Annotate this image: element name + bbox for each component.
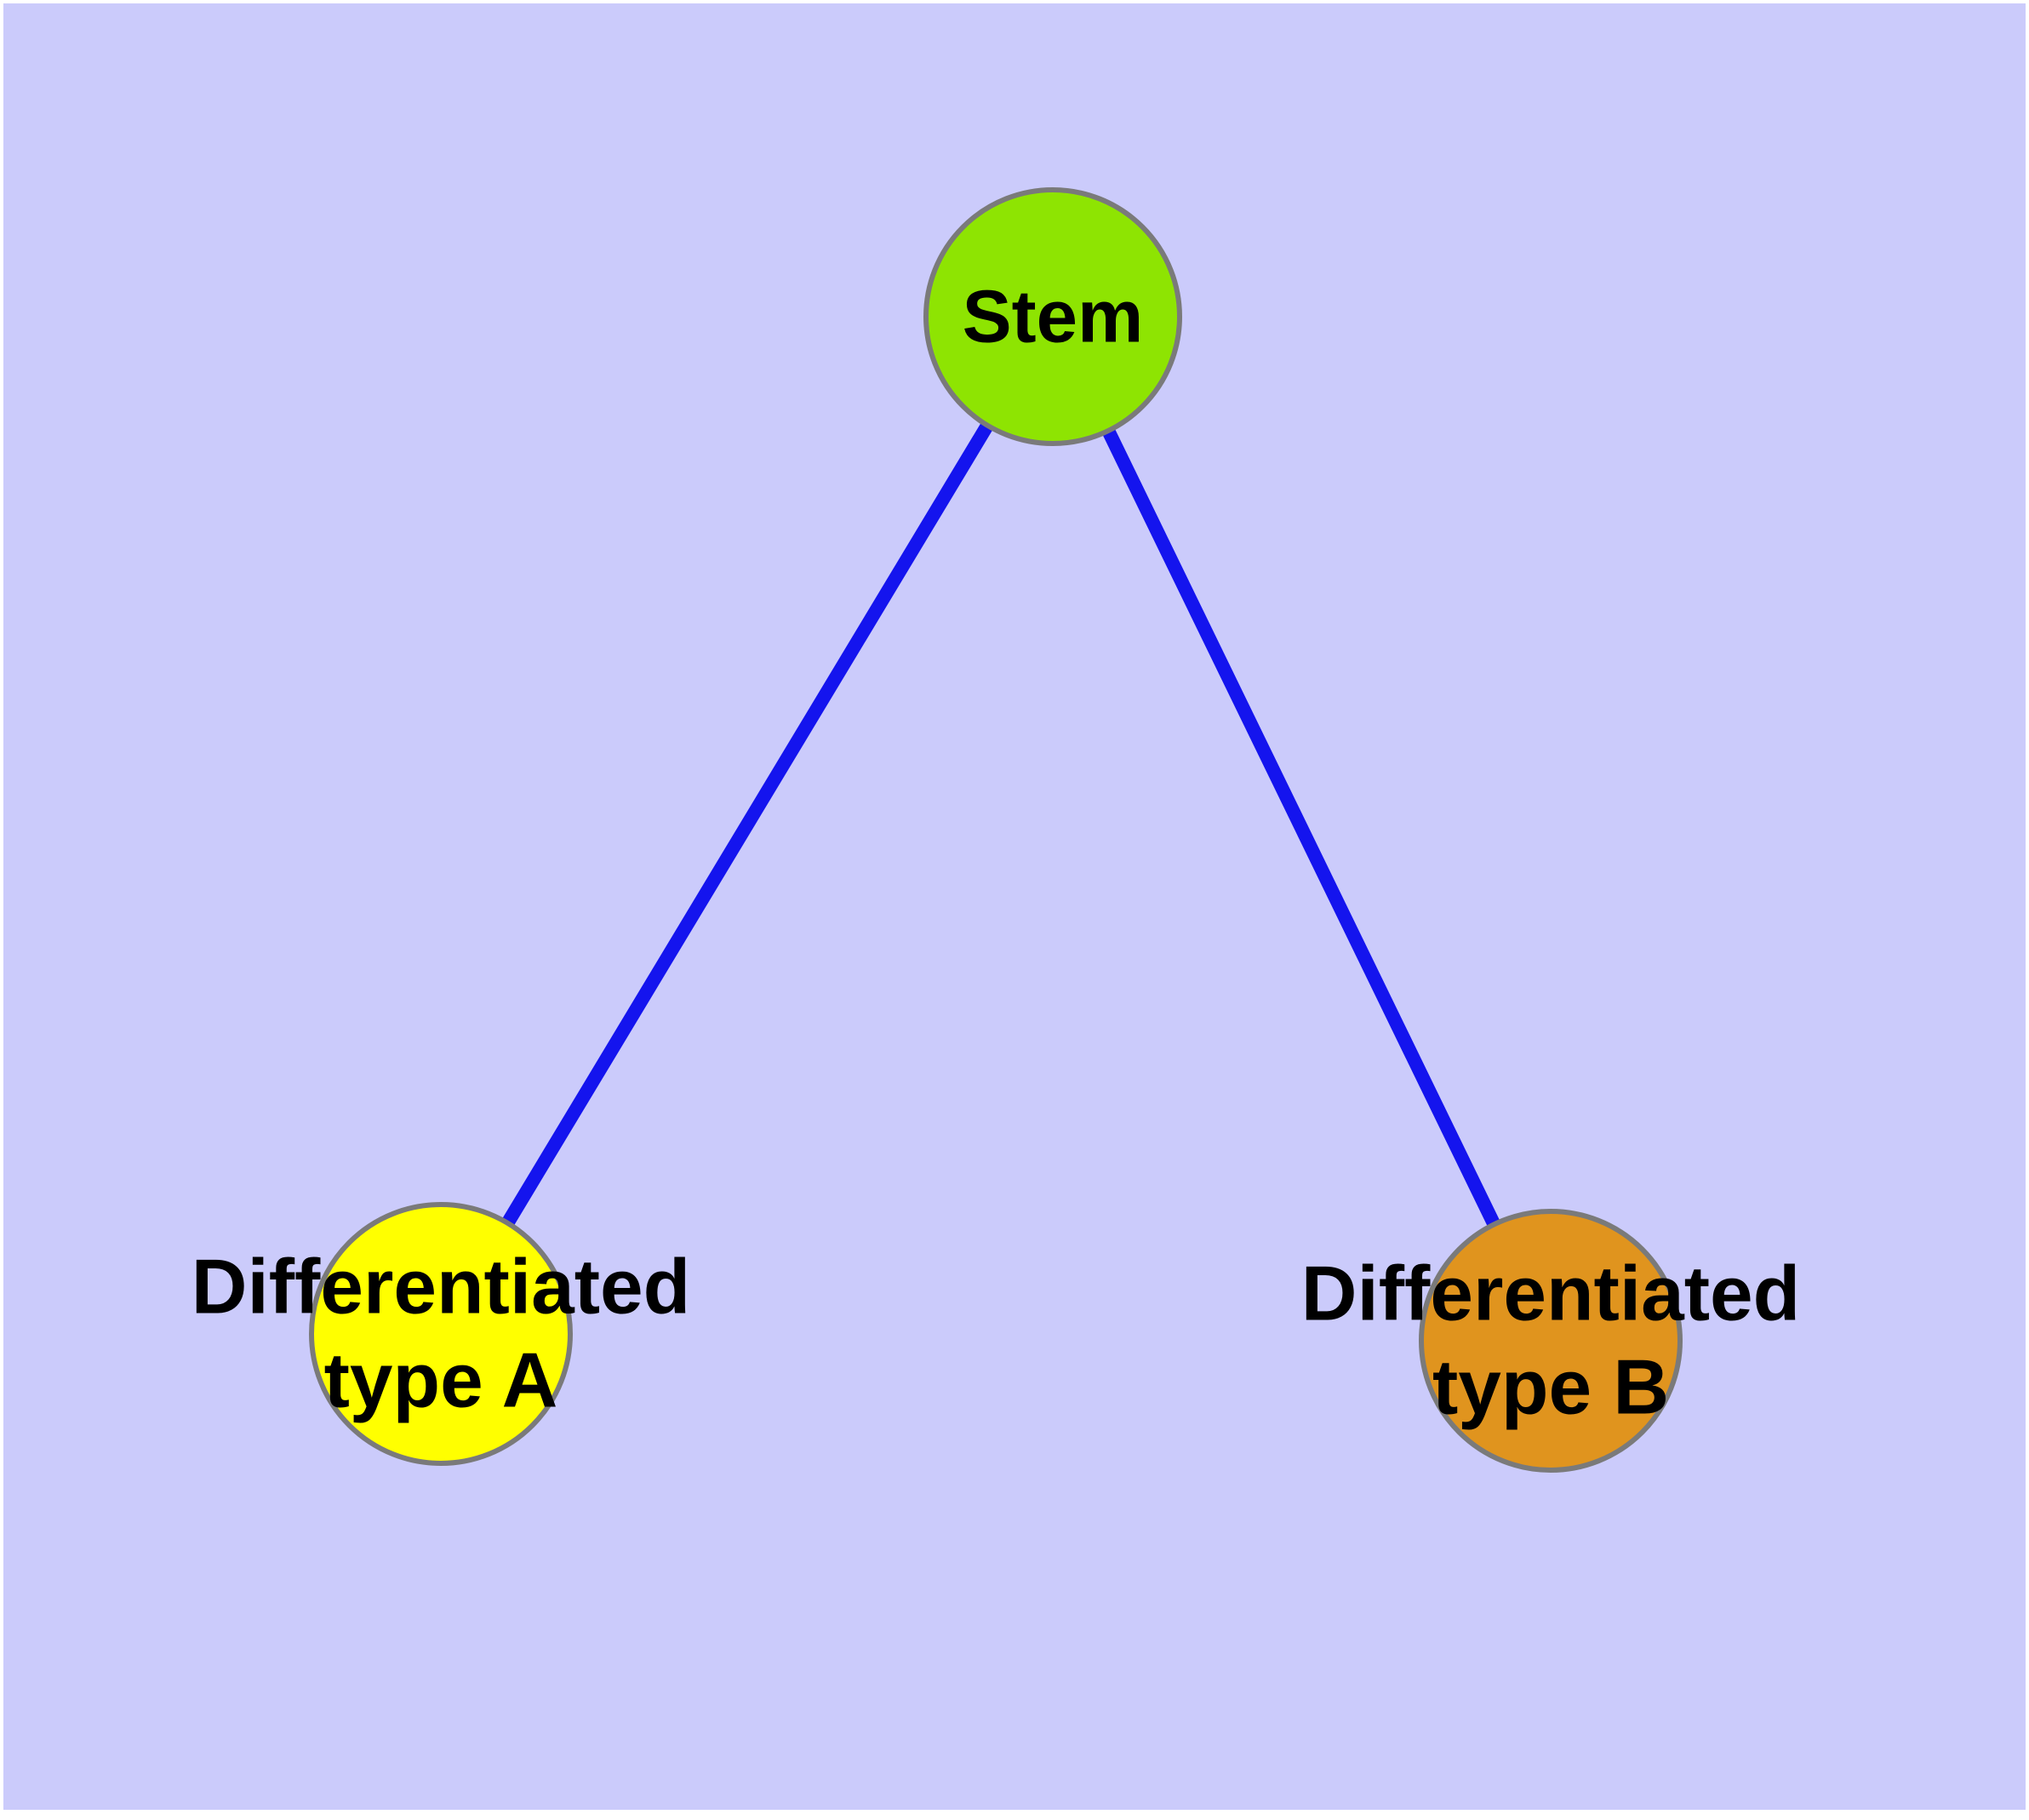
differentiated-type-a-node-circle [309,1202,573,1466]
type-b-label-line-1: Differentiated [1301,1251,1801,1337]
stem-node-label: Stem [963,276,1144,358]
type-a-label-line-1: Differentiated [191,1245,691,1331]
type-a-label-line-2: type A [324,1338,558,1424]
differentiated-type-b-node-circle [1419,1209,1683,1473]
edge-stem-to-type-a [435,312,1059,1338]
stem-node-circle [923,187,1182,446]
type-b-label-line-2: type B [1432,1345,1669,1431]
edge-stem-to-type-b [1046,313,1557,1344]
